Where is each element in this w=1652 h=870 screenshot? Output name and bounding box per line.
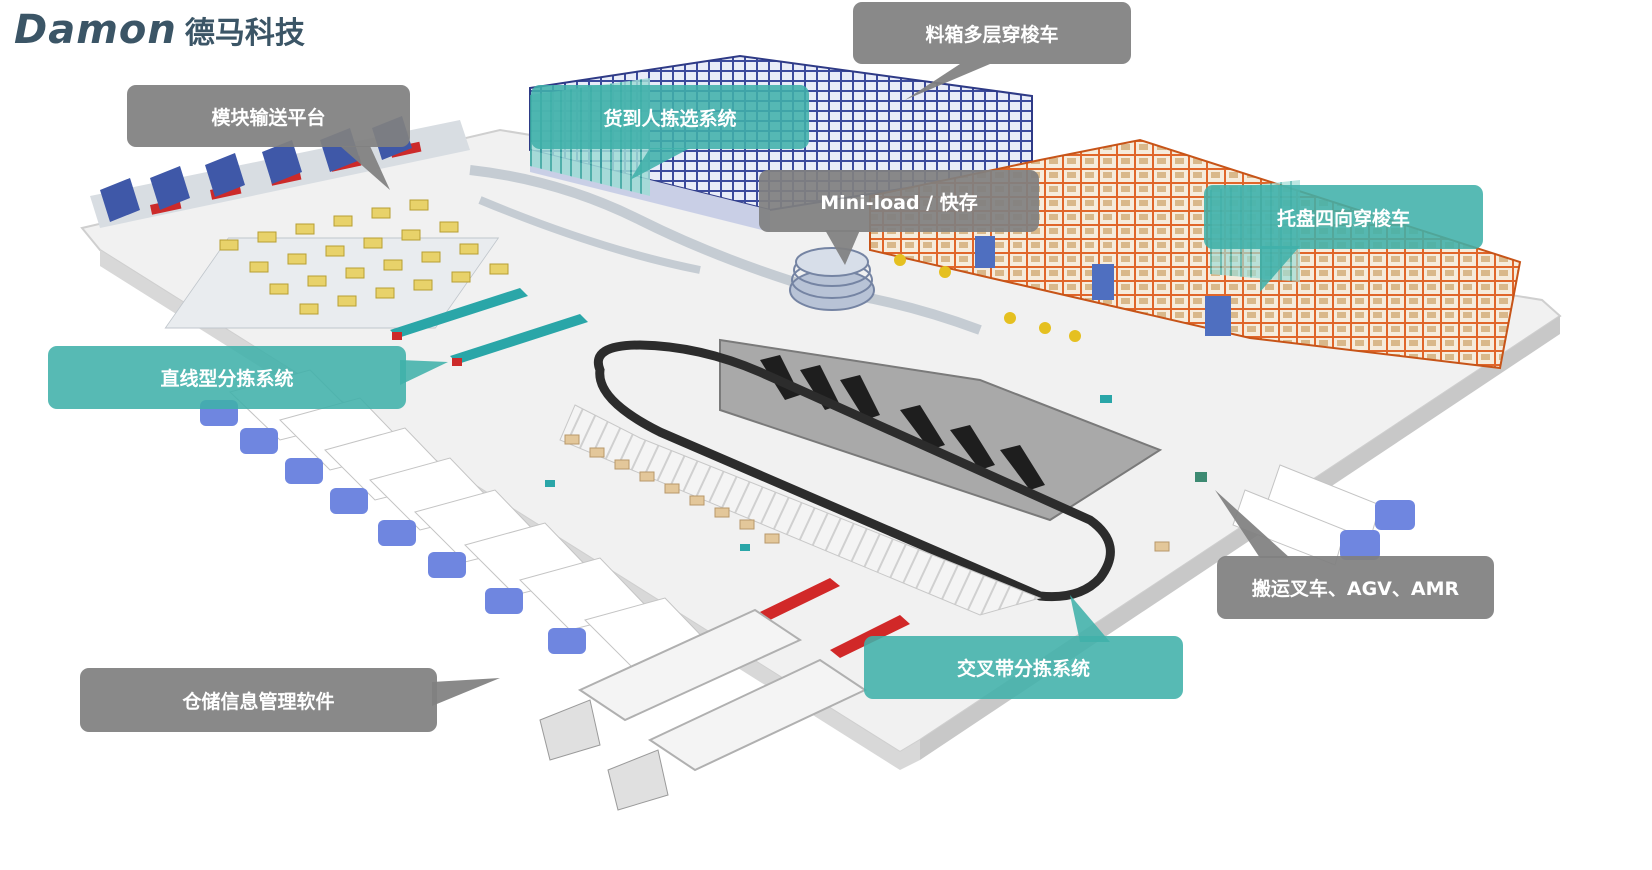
callout-forklift-agv-amr: 搬运叉车、AGV、AMR xyxy=(1217,556,1494,619)
callout-miniload: Mini-load / 快存 xyxy=(759,170,1039,232)
callout-module-conveyor-text: 模块输送平台 xyxy=(211,106,326,129)
right-dock-trucks xyxy=(1232,464,1415,566)
linear-sorter-lines xyxy=(390,288,588,366)
callout-pallet-shuttle-text: 托盘四向穿梭车 xyxy=(1276,207,1410,230)
cross-belt-chute-field xyxy=(559,404,1042,616)
pallet-lift xyxy=(1205,296,1231,336)
callout-miniload-text: Mini-load / 快存 xyxy=(820,191,978,214)
miniload-ring xyxy=(789,247,875,311)
callout-linear-sorter-text: 直线型分拣系统 xyxy=(160,368,294,390)
pointer-wms xyxy=(432,678,500,706)
company-logo: Damon 德马科技 xyxy=(14,6,305,54)
pointer-gtp xyxy=(630,148,690,180)
pointer-module xyxy=(340,146,390,190)
callout-cross-belt: 交叉带分拣系统 xyxy=(864,636,1183,699)
agv xyxy=(545,480,555,487)
pointer-pallet xyxy=(1260,246,1300,292)
floor-cartons xyxy=(564,434,1170,552)
callout-forklift-agv-amr-text: 搬运叉车、AGV、AMR xyxy=(1251,578,1460,600)
agv xyxy=(740,544,750,551)
callout-box-shuttle: 料箱多层穿梭车 xyxy=(853,2,1131,64)
pointer-miniload xyxy=(825,230,860,265)
callout-wms-text: 仓储信息管理软件 xyxy=(182,690,335,713)
agv xyxy=(1100,395,1112,403)
pointer-shuttle xyxy=(905,64,990,100)
extendable-conveyor-1 xyxy=(760,578,840,620)
callout-wms: 仓储信息管理软件 xyxy=(80,668,437,732)
callout-goods-to-person-text: 货到人拣选系统 xyxy=(603,107,737,130)
callout-linear-sorter: 直线型分拣系统 xyxy=(48,346,406,409)
palletizing-robots xyxy=(894,254,1081,342)
pointer-linear xyxy=(400,360,448,385)
bottom-trailers xyxy=(539,608,868,811)
pointer-forklift xyxy=(1215,490,1290,558)
logo-chinese-name: 德马科技 xyxy=(184,16,305,51)
picking-workstations xyxy=(164,199,509,329)
pointer-crossbelt xyxy=(1070,595,1110,642)
cross-belt-loop xyxy=(594,340,1115,602)
callout-cross-belt-text: 交叉带分拣系统 xyxy=(956,658,1090,680)
logo-wordmark: Damon xyxy=(14,7,177,53)
callout-module-conveyor: 模块输送平台 xyxy=(127,85,410,147)
forklift xyxy=(1195,472,1207,482)
upper-conveyor-loop xyxy=(469,165,982,335)
callout-box-shuttle-text: 料箱多层穿梭车 xyxy=(925,23,1059,46)
callout-goods-to-person: 货到人拣选系统 xyxy=(531,85,809,149)
callout-pallet-shuttle: 托盘四向穿梭车 xyxy=(1204,185,1483,249)
